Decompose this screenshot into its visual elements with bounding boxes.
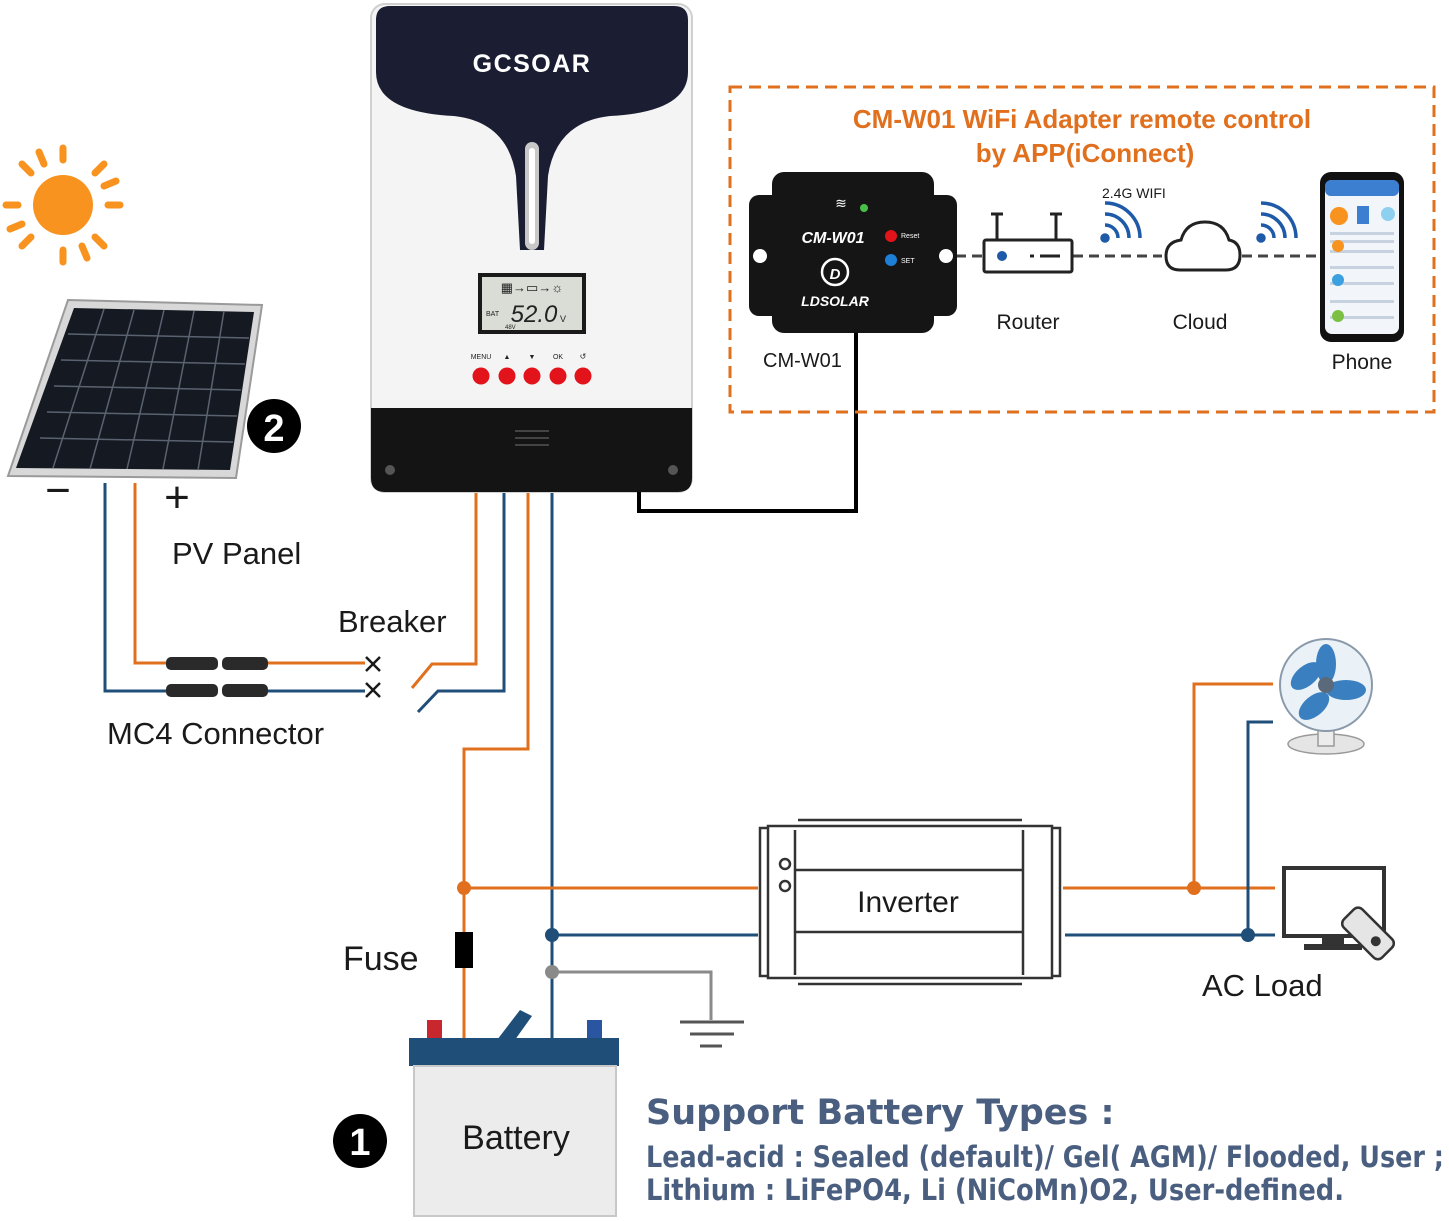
dc-wiring — [103, 483, 1275, 1038]
cloud-icon — [1164, 220, 1242, 272]
wifi-band-label: 2.4G WIFI — [1102, 185, 1166, 201]
controller-brand: GCSOAR — [473, 50, 592, 78]
lcd-value: 52.0 — [511, 301, 558, 328]
svg-text:D: D — [830, 266, 841, 283]
wifi-small-icon: ≋ — [835, 195, 847, 211]
support-title: Support Battery Types : — [646, 1093, 1115, 1133]
support-line2: Lithium : LiFePO4, Li (NiCoMn)O2, User-d… — [646, 1173, 1344, 1207]
support-line1: Lead-acid : Sealed (default)/ Gel( AGM)/… — [646, 1140, 1444, 1174]
adapter-brand: LDSOLAR — [801, 293, 870, 309]
wifi-dashed-box — [728, 85, 1436, 414]
btn-label-up: ▲ — [504, 354, 511, 361]
fan-icon — [1279, 638, 1373, 755]
charge-controller: GCSOAR ▦→▭→☼ BAT 48V 52.0 V MENU ▲ ▼ OK … — [370, 3, 693, 493]
inverter-icon — [758, 818, 1062, 986]
back-button — [574, 367, 592, 385]
pv-plus-label: + — [164, 473, 190, 522]
ac-load-label: AC Load — [1202, 968, 1323, 1003]
wifi-signal-icon — [1100, 201, 1142, 243]
lcd-volt-label: 48V — [505, 325, 516, 331]
pv-minus-label: − — [45, 466, 71, 515]
btn-label-back: ↺ — [580, 352, 587, 361]
phone-icon — [1320, 172, 1404, 342]
breaker-icon — [365, 656, 381, 698]
phone-label: Phone — [1332, 351, 1393, 374]
mc4-connector-icon — [166, 657, 268, 697]
pv-panel-icon — [6, 298, 264, 480]
btn-label-ok: OK — [553, 354, 563, 361]
inverter-label: Inverter — [857, 886, 959, 919]
adapter-label: CM-W01 — [763, 350, 842, 372]
battery-marker: 1 — [333, 1114, 387, 1168]
adapter-model: CM-W01 — [801, 230, 864, 247]
lcd-top-icons: ▦→▭→☼ — [501, 280, 563, 295]
lcd-bat-label: BAT — [486, 311, 500, 318]
router-label: Router — [996, 311, 1059, 334]
pv-panel-label: PV Panel — [172, 536, 301, 571]
battery-label: Battery — [462, 1119, 570, 1157]
router-icon — [982, 212, 1074, 274]
tv-icon — [1282, 866, 1396, 961]
junction-dots — [457, 881, 1255, 979]
svg-text:1: 1 — [349, 1122, 370, 1164]
wifi-signal-icon-2 — [1256, 201, 1298, 243]
adapter-set-label: SET — [901, 258, 915, 265]
down-button — [523, 367, 541, 385]
battery-icon — [409, 1010, 619, 1217]
pv-marker: 2 — [247, 399, 301, 453]
svg-text:2: 2 — [263, 408, 284, 450]
fuse-icon — [455, 932, 473, 968]
btn-label-menu: MENU — [471, 354, 492, 361]
breaker-label: Breaker — [338, 604, 447, 639]
up-button — [498, 367, 516, 385]
sun-icon — [2, 144, 124, 266]
wifi-title-line2: by APP(iConnect) — [976, 138, 1195, 168]
cm-w01-adapter: ≋ CM-W01 Reset SET D LDSOLAR — [749, 172, 957, 333]
wifi-title-line1: CM-W01 WiFi Adapter remote control — [853, 104, 1311, 134]
mc4-connector-label: MC4 Connector — [107, 716, 324, 751]
cloud-label: Cloud — [1173, 311, 1228, 334]
btn-label-down: ▼ — [529, 354, 536, 361]
menu-button — [472, 367, 490, 385]
fuse-label: Fuse — [343, 940, 419, 978]
adapter-reset-label: Reset — [901, 233, 919, 240]
ground-icon — [680, 1020, 744, 1048]
lcd-unit: V — [560, 314, 566, 324]
comms-cable — [637, 330, 858, 513]
ok-button — [549, 367, 567, 385]
